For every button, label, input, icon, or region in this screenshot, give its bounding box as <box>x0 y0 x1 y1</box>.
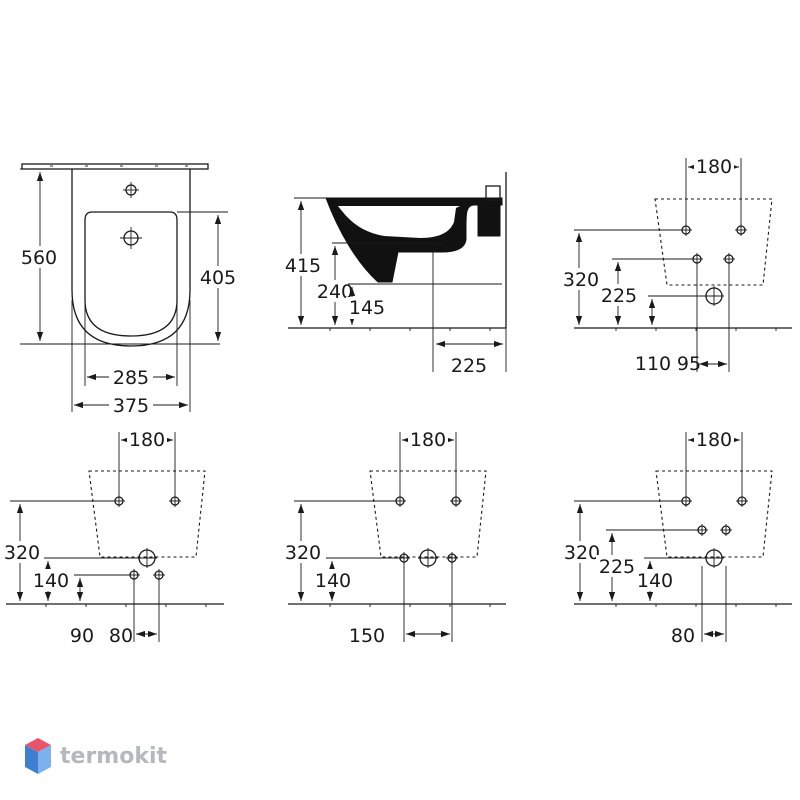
plan-4-outline <box>655 470 773 558</box>
dim-140: 140 <box>315 570 351 592</box>
dim-560: 560 <box>21 247 57 269</box>
plan-2-outline <box>88 470 206 558</box>
drain-hole-icon <box>704 286 724 306</box>
drain-hole-icon <box>418 548 438 568</box>
plan-2: 180 320 140 90 80 <box>1 428 224 647</box>
plan-1: 180 320 225 110 95 <box>560 156 792 375</box>
dim-140: 140 <box>33 570 69 592</box>
termokit-logo-icon <box>25 738 51 774</box>
dim-90: 90 <box>70 625 94 647</box>
dim-180: 180 <box>129 429 165 451</box>
plan-3: 180 320 140 150 <box>282 428 506 647</box>
logo-left-face <box>25 745 38 774</box>
side-bowl-cutout <box>338 206 460 238</box>
front-view: 560 405 285 375 <box>18 163 239 417</box>
dim-415: 415 <box>285 255 321 277</box>
dim-180: 180 <box>696 156 732 178</box>
plan-4: 180 320 225 140 80 <box>561 428 792 647</box>
front-bowl-inner <box>84 211 178 337</box>
watermark-brand-text: termokit <box>60 744 167 769</box>
front-bidet-outline <box>71 169 191 347</box>
termokit-watermark: termokit <box>25 738 167 774</box>
drain-hole-icon <box>704 548 724 568</box>
dim-80: 80 <box>109 625 133 647</box>
side-view: 415 240 145 225 <box>282 172 507 377</box>
drain-hole-icon <box>137 548 157 568</box>
logo-right-face <box>38 745 51 774</box>
supply-hole-icon <box>720 524 732 536</box>
plan-1-outline <box>654 198 773 286</box>
dim-405: 405 <box>200 267 236 289</box>
dim-240: 240 <box>317 281 353 303</box>
dim-225: 225 <box>601 285 637 307</box>
plan-3-outline <box>369 470 487 558</box>
dim-320: 320 <box>285 542 321 564</box>
dim-180: 180 <box>410 429 446 451</box>
side-mount-bracket <box>477 203 501 237</box>
dim-320: 320 <box>564 542 600 564</box>
front-wall-plate <box>21 163 209 170</box>
dim-225: 225 <box>599 556 635 578</box>
dim-320: 320 <box>4 542 40 564</box>
dim-285: 285 <box>113 367 149 389</box>
dim-145: 145 <box>349 297 385 319</box>
drain-hole-icon <box>120 227 142 249</box>
dim-375: 375 <box>113 395 149 417</box>
dim-80: 80 <box>671 625 695 647</box>
dim-320: 320 <box>563 269 599 291</box>
dim-140: 140 <box>637 570 673 592</box>
tap-hole-icon <box>123 182 139 198</box>
dim-180: 180 <box>696 429 732 451</box>
dim-225-side: 225 <box>451 355 487 377</box>
dim-150: 150 <box>349 625 385 647</box>
dim-95: 95 <box>677 353 701 375</box>
dim-110: 110 <box>635 353 671 375</box>
